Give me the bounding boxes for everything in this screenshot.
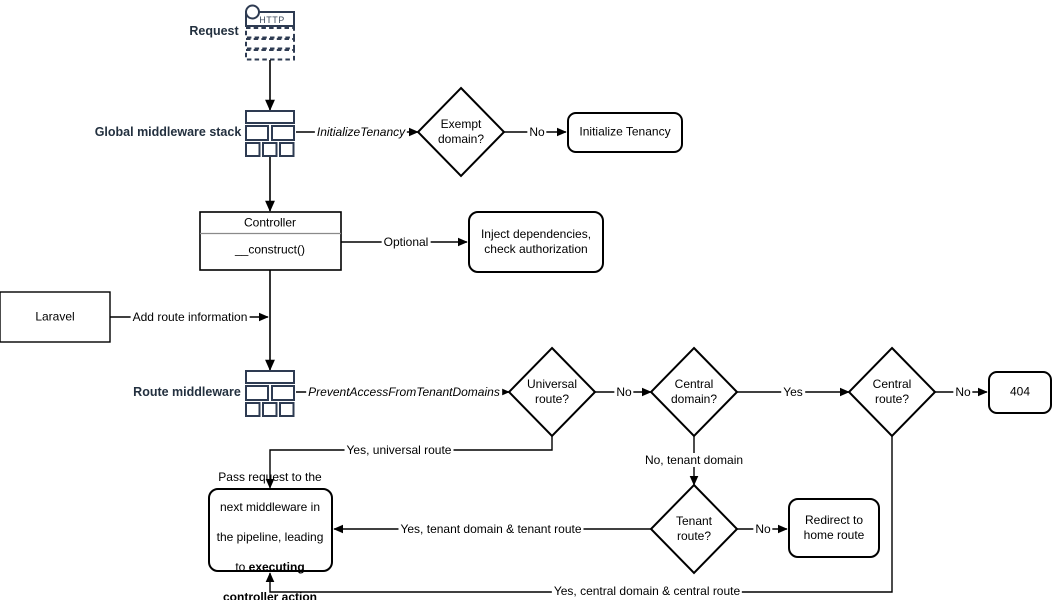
global-middleware-stack-icon: [245, 110, 295, 157]
node-laravel: [0, 291, 111, 343]
node-pass-request: [208, 488, 333, 572]
http-request-icon: [245, 4, 295, 61]
route-middleware-icon: [245, 370, 295, 417]
edge-universal-yes: [265, 436, 553, 489]
node-exempt-domain: [416, 86, 506, 178]
node-tenant-route: [649, 483, 739, 575]
node-controller: [199, 211, 342, 271]
node-universal-route: [507, 346, 597, 438]
node-404: [988, 371, 1052, 414]
node-redirect-home: [788, 498, 880, 558]
node-central-route: [847, 346, 937, 438]
node-inject-dependencies: [468, 211, 604, 273]
node-initialize-tenancy: [567, 112, 683, 153]
node-central-domain: [649, 346, 739, 438]
